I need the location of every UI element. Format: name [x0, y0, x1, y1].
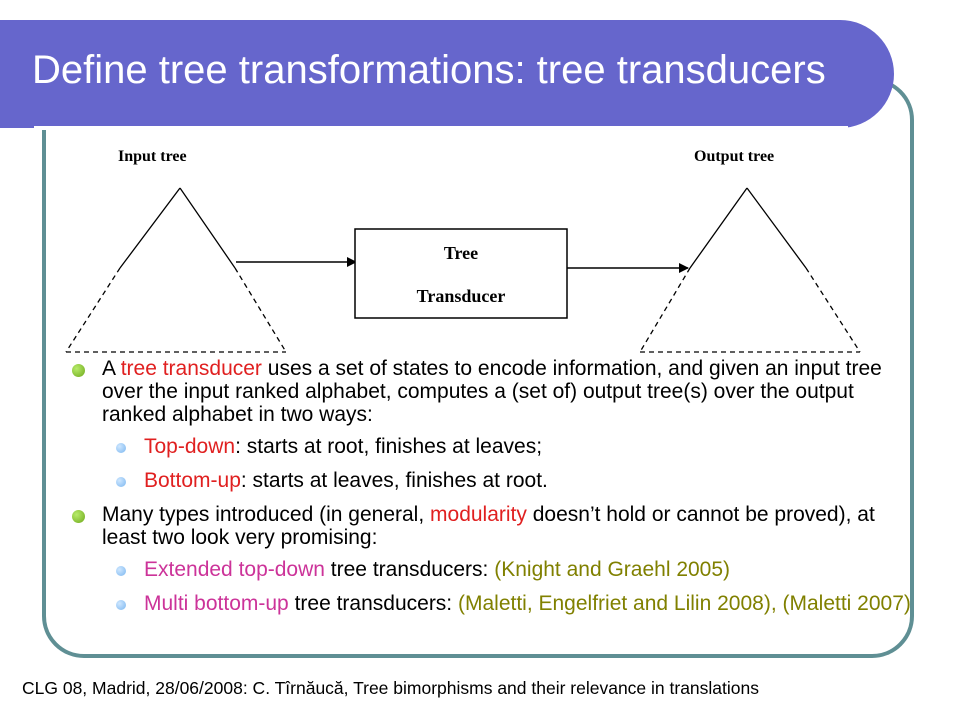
transducer-box-line1: Tree [443, 243, 479, 263]
slide-footer: CLG 08, Madrid, 28/06/2008: C. Tîrnăucă,… [22, 678, 759, 698]
transducer-box-line2: Transducer [416, 286, 506, 306]
input-tree-label: Input tree [118, 148, 187, 165]
transducer-box [354, 228, 568, 319]
input-tree-triangle [65, 187, 287, 353]
blue-bullet-icon [116, 477, 126, 487]
bullet-many-types: Many types introduced (in general, modul… [72, 503, 922, 549]
title-bar [0, 20, 894, 128]
sub-bullet-bottom-up: Bottom-up: starts at leaves, finishes at… [72, 469, 922, 492]
bullet-definition: A tree transducer uses a set of states t… [72, 357, 922, 426]
blue-bullet-icon [116, 443, 126, 453]
citation: (Maletti, Engelfriet and Lilin 2008), (M… [457, 592, 911, 615]
sub-bullet-top-down: Top-down: starts at root, finishes at le… [72, 435, 922, 458]
sub-bullet-multi-bottom-up: Multi bottom-up tree transducers: (Malet… [72, 592, 922, 615]
output-tree-triangle [639, 187, 861, 353]
highlight-tree-transducer: tree transducer [120, 357, 262, 380]
slide-body: A tree transducer uses a set of states t… [72, 357, 922, 626]
title-underline [34, 126, 848, 130]
citation: (Knight and Graehl 2005) [494, 558, 731, 581]
slide-title: Define tree transformations: tree transd… [32, 48, 826, 92]
blue-bullet-icon [116, 566, 126, 576]
highlight-modularity: modularity [430, 503, 527, 526]
output-tree-label: Output tree [694, 148, 775, 165]
green-bullet-icon [72, 364, 85, 377]
sub-bullet-extended-top-down: Extended top-down tree transducers: (Kni… [72, 558, 922, 581]
blue-bullet-icon [116, 600, 126, 610]
green-bullet-icon [72, 510, 85, 523]
